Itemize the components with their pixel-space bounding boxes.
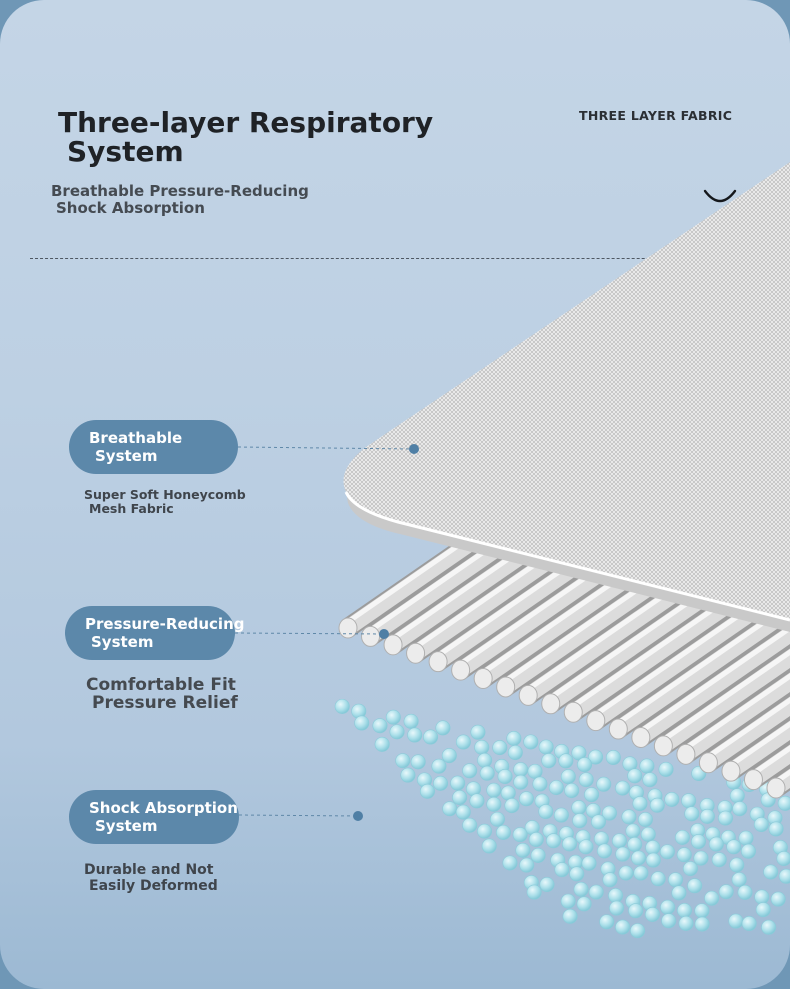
layer-label-line-2: System xyxy=(95,817,158,835)
page-subtitle-line-2: Shock Absorption xyxy=(56,199,205,217)
page-title-line-1: Three-layer Respiratory xyxy=(58,106,434,139)
chevron-down-icon xyxy=(703,189,737,203)
bead-layer xyxy=(334,698,790,939)
leader-dots xyxy=(353,444,419,821)
page-subtitle: Breathable Pressure-Reducing Shock Absor… xyxy=(51,183,351,217)
layer-description-line-1: Comfortable Fit xyxy=(86,675,236,695)
layer-description-line-1: Durable and Not xyxy=(84,862,214,878)
header-divider xyxy=(30,258,760,259)
corner-label: THREE LAYER FABRIC xyxy=(579,108,733,123)
layer-label-breathable: Breathable System xyxy=(69,420,238,474)
layer-description-line-2: Pressure Relief xyxy=(92,693,238,713)
layer-label-line-2: System xyxy=(95,447,158,465)
layer-description-line-1: Super Soft Honeycomb xyxy=(84,487,246,502)
leader-lines xyxy=(234,446,415,817)
page-title-line-2: System xyxy=(67,135,184,168)
layer-label-pressure-reducing: Pressure-Reducing System xyxy=(65,606,245,660)
layer-label-line-1: Breathable xyxy=(89,429,183,447)
layer-description-line-2: Easily Deformed xyxy=(89,878,218,894)
page-title: Three-layer Respiratory System xyxy=(58,108,438,166)
layer-description-line-2: Mesh Fabric xyxy=(89,501,174,516)
layer-label-line-2: System xyxy=(91,633,154,651)
mesh-layer xyxy=(343,162,790,632)
page-subtitle-line-1: Breathable Pressure-Reducing xyxy=(51,182,309,200)
layer-description-shock-absorption: Durable and Not Easily Deformed xyxy=(84,862,218,894)
layer-label-shock-absorption: Shock Absorption System xyxy=(69,790,239,844)
layer-description-pressure-reducing: Comfortable Fit Pressure Relief xyxy=(86,676,238,712)
layer-label-line-1: Shock Absorption xyxy=(89,799,238,817)
layer-description-breathable: Super Soft Honeycomb Mesh Fabric xyxy=(84,488,246,516)
layer-label-line-1: Pressure-Reducing xyxy=(85,615,245,633)
